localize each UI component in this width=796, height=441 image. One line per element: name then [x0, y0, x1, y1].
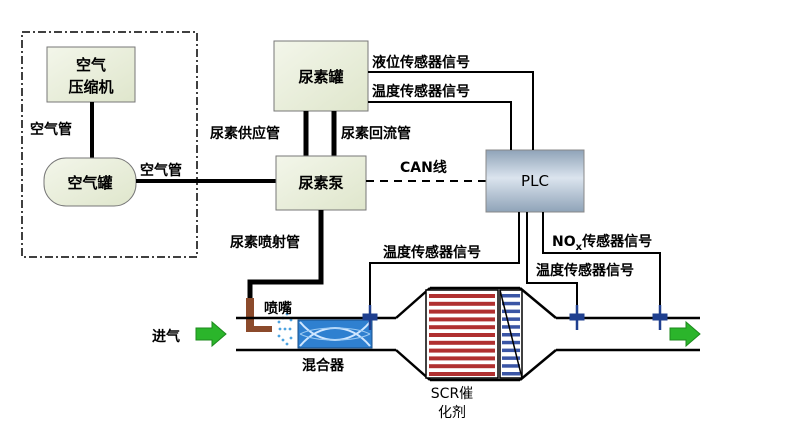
catalyst-red-stripe — [429, 325, 495, 330]
urea-pump-box: 尿素泵 — [275, 155, 367, 211]
plc-label: PLC — [521, 172, 549, 190]
plc-box: PLC — [485, 149, 585, 213]
air-compressor-label-1: 空气 — [76, 56, 106, 74]
catalyst-red-stripe — [429, 301, 495, 306]
outlet-temp-sensor-icon — [569, 305, 585, 330]
air-pipe-vertical-label: 空气管 — [30, 121, 72, 138]
intake-label: 进气 — [152, 328, 180, 345]
mixer-label: 混合器 — [302, 357, 345, 374]
catalyst-red-stripe — [429, 333, 495, 337]
catalyst-blue-stripe — [502, 317, 520, 321]
scr-label-1: SCR催 — [431, 386, 473, 402]
catalyst-blue-stripe — [502, 294, 520, 298]
level-sensor-signal-line — [368, 71, 534, 150]
catalyst-red-stripe — [429, 348, 495, 353]
air-pipe-horizontal-label: 空气管 — [140, 162, 182, 179]
nozzle-label: 喷嘴 — [264, 300, 292, 317]
mixer — [297, 319, 373, 349]
urea-tank-box: 尿素罐 — [273, 40, 369, 112]
outlet-temp-signal-line — [526, 212, 578, 307]
outlet-temp-signal-label: 温度传感器信号 — [536, 262, 634, 279]
urea-pump-label: 尿素泵 — [298, 174, 343, 192]
scr-catalyst — [425, 289, 523, 379]
outlet-arrow-icon — [669, 320, 701, 348]
catalyst-blue-stripe — [502, 372, 520, 376]
catalyst-red-stripe — [429, 317, 495, 322]
catalyst-blue-stripe — [502, 301, 520, 306]
inlet-temp-signal-line — [369, 212, 520, 307]
air-supply-enclosure — [21, 31, 198, 258]
urea-injection-pipe-label: 尿素喷射管 — [230, 234, 300, 251]
nox-signal-line — [542, 212, 661, 307]
urea-supply-pipe-label: 尿素供应管 — [210, 125, 280, 142]
catalyst-red-stripe — [429, 372, 495, 376]
catalyst-blue-stripe — [502, 348, 520, 353]
nox-sensor-icon — [652, 305, 668, 330]
catalyst-red-stripe — [429, 294, 495, 298]
tank-temp-signal-line — [368, 101, 512, 150]
intake-arrow-icon — [195, 320, 227, 348]
nox-signal-label: NOx传感器信号 — [552, 233, 652, 253]
catalyst-blue-stripe — [502, 309, 520, 314]
urea-tank-label: 尿素罐 — [298, 68, 343, 86]
catalyst-red-stripe — [429, 364, 495, 369]
urea-injection-pipe — [247, 210, 324, 298]
tank-temp-signal-label: 温度传感器信号 — [372, 83, 470, 100]
catalyst-red-stripe — [429, 309, 495, 314]
scr-label-2: 化剂 — [438, 405, 466, 421]
air-tank-label: 空气罐 — [67, 174, 112, 192]
air-tank-box: 空气罐 — [43, 157, 137, 207]
level-sensor-signal-label: 液位传感器信号 — [372, 54, 470, 71]
air-compressor-label-2: 压缩机 — [68, 78, 113, 96]
catalyst-red-stripe — [429, 356, 495, 361]
urea-return-pipe-label: 尿素回流管 — [341, 125, 411, 142]
catalyst-red-stripe — [429, 340, 495, 345]
catalyst-blue-stripe — [502, 340, 520, 345]
air-compressor-box: 空气 压缩机 — [46, 46, 136, 103]
catalyst-blue-stripe — [502, 356, 520, 360]
catalyst-blue-stripe — [502, 325, 520, 329]
can-line-label: CAN线 — [400, 159, 447, 176]
catalyst-blue-stripe — [502, 364, 520, 368]
inlet-temp-sensor-icon — [362, 305, 378, 330]
inlet-temp-signal-label: 温度传感器信号 — [383, 244, 481, 261]
